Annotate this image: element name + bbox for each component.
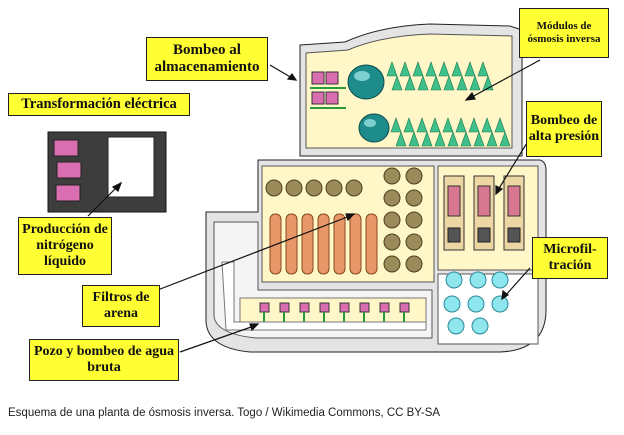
sand-filter <box>333 213 346 275</box>
sand-filter <box>285 213 298 275</box>
label-bombeo-alta-presion: Bombeo de alta presión <box>526 101 602 157</box>
filter-tank <box>305 179 323 197</box>
ro-membrane-module <box>455 117 467 133</box>
ro-membrane-module <box>391 75 403 91</box>
storage-tanks <box>347 64 390 143</box>
ro-membrane-module <box>430 75 442 91</box>
ro-membrane-module <box>417 75 429 91</box>
filter-tank <box>405 211 423 229</box>
leader-lines <box>87 59 541 353</box>
label-modulos-osmosis: Módulos de ósmosis inversa <box>519 8 609 58</box>
ro-membrane-module <box>395 131 407 147</box>
filter-tank <box>345 179 363 197</box>
label-filtros-arena: Filtros de arena <box>82 285 160 327</box>
plant-diagram <box>47 23 547 353</box>
sand-filter-columns <box>269 213 378 275</box>
intake-pump <box>379 302 390 313</box>
filter-tank <box>405 233 423 251</box>
filter-tank <box>383 233 401 251</box>
filter-tank <box>405 189 423 207</box>
pump-base <box>507 227 521 243</box>
intake-pump <box>359 302 370 313</box>
storage-pumps <box>310 71 346 109</box>
label-produccion-nitrogeno: Producción de nitrógeno líquido <box>18 217 112 275</box>
ro-membrane-module <box>494 117 506 133</box>
ro-membrane-module <box>443 75 455 91</box>
pump-motor <box>447 185 461 217</box>
filter-tank <box>383 255 401 273</box>
ro-membrane-module <box>438 61 450 77</box>
filter-tank <box>383 211 401 229</box>
intake-pumps <box>259 302 410 322</box>
intake-pump <box>399 302 410 313</box>
filter-tank <box>285 179 303 197</box>
intake-pump <box>259 302 270 313</box>
label-transformacion-electrica: Transformación eléctrica <box>8 93 190 116</box>
sand-filter <box>365 213 378 275</box>
ro-membrane-module <box>425 61 437 77</box>
filter-tank <box>325 179 343 197</box>
filter-tank <box>405 167 423 185</box>
ro-membrane-modules <box>386 61 511 147</box>
microfilter <box>469 271 487 289</box>
ro-membrane-module <box>469 75 481 91</box>
ro-membrane-module <box>403 117 415 133</box>
ro-membrane-module <box>447 131 459 147</box>
ro-membrane-module <box>408 131 420 147</box>
filter-tank <box>405 255 423 273</box>
label-microfiltracion: Microfil-tración <box>532 237 608 279</box>
pump-motor <box>507 185 521 217</box>
sand-filter <box>269 213 282 275</box>
sand-filter <box>317 213 330 275</box>
pump-base <box>477 227 491 243</box>
ro-membrane-module <box>468 117 480 133</box>
ro-membrane-module <box>499 131 511 147</box>
microfilter <box>471 317 489 335</box>
ro-membrane-module <box>416 117 428 133</box>
ro-membrane-module <box>404 75 416 91</box>
ro-membrane-module <box>390 117 402 133</box>
pump-motor <box>477 185 491 217</box>
filter-tanks <box>265 167 423 273</box>
ro-membrane-module <box>481 117 493 133</box>
ro-membrane-module <box>460 131 472 147</box>
ro-membrane-module <box>429 117 441 133</box>
microfilter <box>491 295 509 313</box>
ro-membrane-module <box>464 61 476 77</box>
microfiltration-units <box>443 271 509 335</box>
filter-tank <box>383 189 401 207</box>
high-pressure-pumps <box>443 175 525 251</box>
ro-membrane-module <box>456 75 468 91</box>
microfilter <box>447 317 465 335</box>
intake-pump <box>279 302 290 313</box>
filter-tank <box>383 167 401 185</box>
ro-membrane-module <box>473 131 485 147</box>
intake-pump <box>319 302 330 313</box>
filter-tank <box>265 179 283 197</box>
ro-membrane-module <box>386 61 398 77</box>
microfilter <box>491 271 509 289</box>
ro-membrane-module <box>399 61 411 77</box>
ro-membrane-module <box>421 131 433 147</box>
microfilter <box>443 295 461 313</box>
ro-membrane-module <box>442 117 454 133</box>
ro-membrane-module <box>451 61 463 77</box>
ro-membrane-module <box>412 61 424 77</box>
sand-filter <box>301 213 314 275</box>
intake-pump <box>339 302 350 313</box>
ro-membrane-module <box>477 61 489 77</box>
microfilter <box>445 271 463 289</box>
ro-membrane-module <box>486 131 498 147</box>
figure-caption: Esquema de una planta de ósmosis inversa… <box>8 407 441 419</box>
electrical-building <box>47 131 167 213</box>
ro-membrane-module <box>434 131 446 147</box>
label-pozo-bombeo: Pozo y bombeo de agua bruta <box>29 339 179 381</box>
label-bombeo-almacenamiento: Bombeo al almacenamiento <box>146 37 268 81</box>
sand-filter <box>349 213 362 275</box>
pump-base <box>447 227 461 243</box>
intake-pump <box>299 302 310 313</box>
microfilter <box>467 295 485 313</box>
